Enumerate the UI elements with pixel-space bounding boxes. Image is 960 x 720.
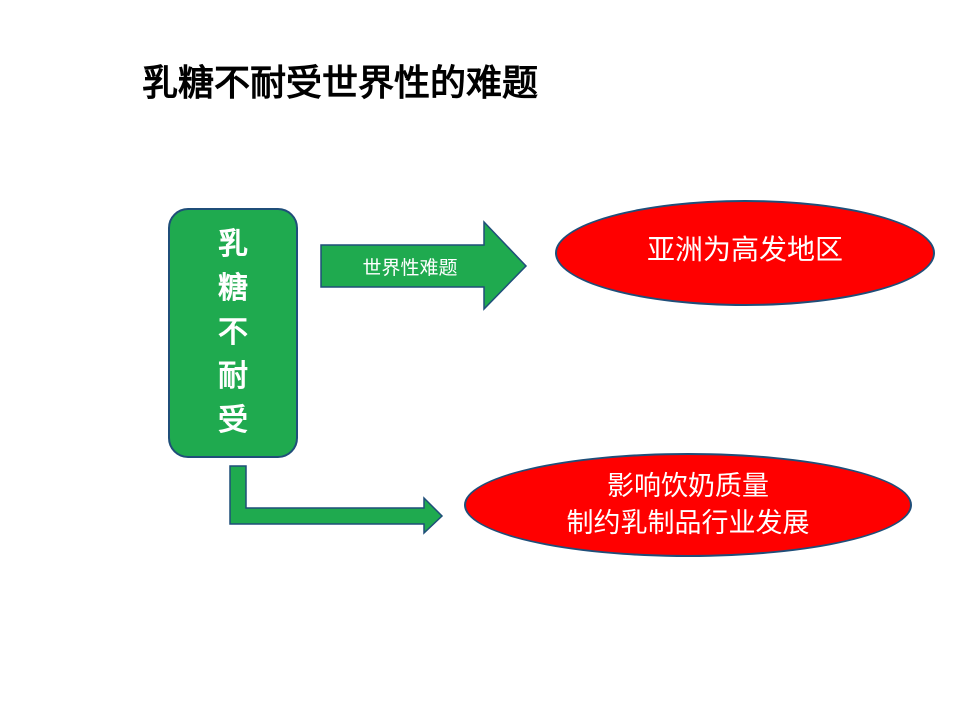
ellipse-bottom-line1: 影响饮奶质量: [607, 471, 769, 502]
ellipse-top-text: 亚洲为高发地区: [646, 233, 843, 266]
box-char: 受: [218, 403, 248, 438]
box-char: 耐: [218, 359, 248, 394]
asia-high-incidence-ellipse: 亚洲为高发地区: [555, 200, 935, 306]
arrow-label: 世界性难题: [362, 257, 458, 279]
dairy-impact-ellipse: 影响饮奶质量 制约乳制品行业发展: [464, 453, 912, 557]
box-char: 乳: [218, 227, 248, 262]
lactose-intolerance-box: 乳 糖 不 耐 受: [168, 208, 298, 458]
slide-title: 乳糖不耐受世界性的难题: [142, 63, 539, 104]
elbow-arrow: [229, 465, 444, 535]
ellipse-bottom-line2: 制约乳制品行业发展: [566, 508, 810, 539]
box-char: 糖: [218, 271, 248, 306]
right-arrow: [320, 220, 528, 311]
box-char: 不: [218, 315, 248, 350]
